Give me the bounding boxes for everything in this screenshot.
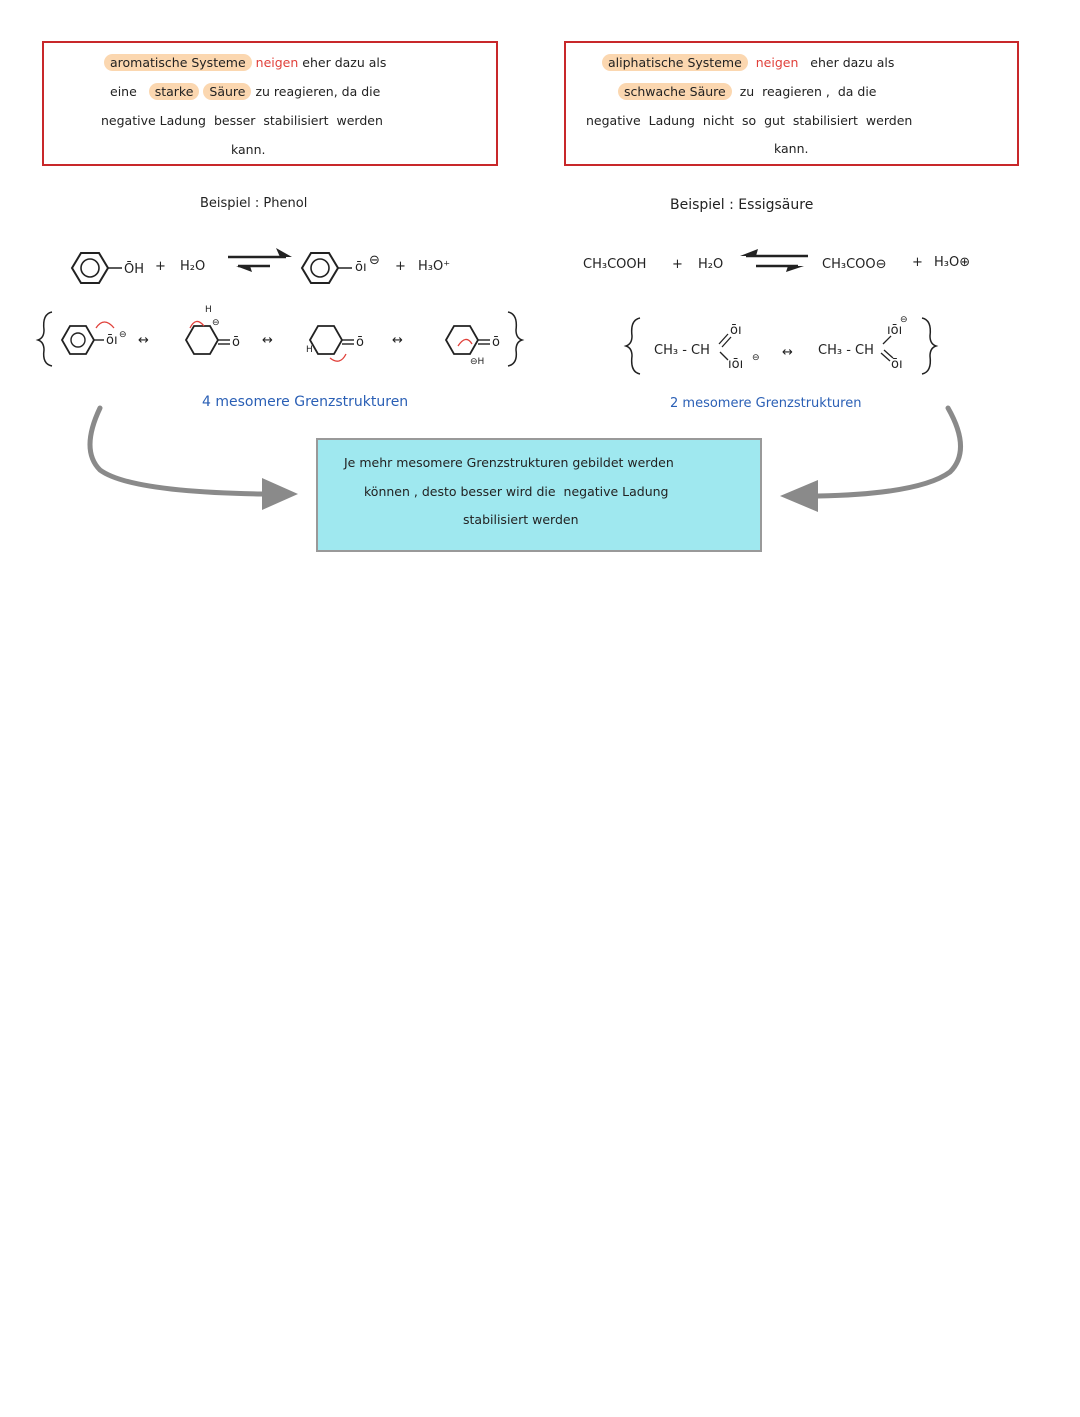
left-curved-arrow (87, 405, 298, 510)
phenolate-ring (300, 252, 352, 284)
acetic-plus-2: + (912, 255, 923, 270)
svg-text:↔: ↔ (392, 333, 403, 348)
phenol-oh: ŌH (124, 262, 144, 277)
highlight-schwache-saeure: schwache Säure (618, 83, 732, 100)
svg-text:↔: ↔ (262, 333, 273, 348)
phenolate-charge: ⊖ (369, 253, 380, 268)
phenol-hydronium: H₃O⁺ (418, 259, 450, 274)
acetate-res1-chain: CH₃ - CH (654, 343, 710, 358)
acetate-resonance-structures: CH₃ - CH ōı ıōı ⊖ ↔ CH₃ - CH ıōı ⊖ ōı (623, 315, 939, 375)
svg-text:⊖: ⊖ (900, 315, 908, 325)
acetic-water: H₂O (698, 257, 723, 272)
svg-text:⊖: ⊖ (119, 330, 127, 340)
acetic-hydronium: H₃O⊕ (934, 255, 970, 270)
acetate-formula: CH₃COO⊖ (822, 257, 887, 272)
summary-line-2: können , desto besser wird die negative … (364, 484, 669, 499)
acetic-acid-formula: CH₃COOH (583, 257, 646, 272)
aromatic-line-3: negative Ladung besser stabilisiert werd… (101, 113, 383, 128)
svg-text:ōı: ōı (730, 323, 742, 338)
aliphatic-line-4: kann. (774, 141, 809, 156)
svg-text:ō: ō (492, 335, 500, 350)
svg-text:ıōı: ıōı (728, 357, 743, 372)
aromatic-line-1: aromatische Systeme neigen eher dazu als (104, 54, 386, 71)
highlight-starke: starke (148, 83, 200, 100)
svg-text:H: H (205, 305, 212, 315)
svg-text:⊖: ⊖ (212, 318, 220, 328)
acetic-acid-example-label: Beispiel : Essigsäure (670, 197, 814, 213)
svg-text:↔: ↔ (138, 333, 149, 348)
phenol-ring (70, 252, 122, 284)
acetate-res2-chain: CH₃ - CH (818, 343, 874, 358)
svg-text:H: H (306, 345, 313, 355)
equilibrium-arrow-acetic (740, 249, 808, 272)
svg-text:↔: ↔ (782, 345, 793, 360)
highlight-saeure: Säure (203, 83, 252, 100)
aromatic-line-4: kann. (231, 142, 266, 157)
highlight-aliphatic-systems: aliphatische Systeme (602, 54, 748, 71)
aliphatic-line-3: negative Ladung nicht so gut stabilisier… (586, 113, 913, 128)
summary-line-1: Je mehr mesomere Grenzstrukturen gebilde… (344, 455, 674, 470)
phenol-resonance-count: 4 mesomere Grenzstrukturen (202, 394, 409, 410)
svg-text:ō: ō (232, 335, 240, 350)
phenol-plus-2: + (395, 259, 406, 274)
svg-text:ıōı: ıōı (887, 323, 902, 338)
svg-text:⊖H: ⊖H (470, 357, 484, 367)
right-curved-arrow (780, 405, 963, 512)
svg-text:⊖: ⊖ (752, 353, 760, 363)
equilibrium-arrow-phenol (228, 248, 292, 272)
aliphatic-line-2: schwache Säure zu reagieren , da die (618, 83, 877, 100)
aliphatic-line-1: aliphatische Systeme neigen eher dazu al… (602, 54, 894, 71)
phenol-example-label: Beispiel : Phenol (200, 196, 308, 211)
acetic-resonance-count: 2 mesomere Grenzstrukturen (670, 396, 862, 411)
acetic-plus-1: + (672, 257, 683, 272)
highlight-aromatic-systems: aromatische Systeme (104, 54, 252, 71)
phenol-water: H₂O (180, 259, 205, 274)
summary-box: Je mehr mesomere Grenzstrukturen gebilde… (316, 438, 762, 552)
svg-text:ōı: ōı (891, 357, 903, 372)
aromatic-line-2: eine starke Säure zu reagieren, da die (110, 83, 381, 100)
summary-line-3: stabilisiert werden (463, 512, 579, 527)
phenolate-resonance-structures: ōı ⊖ ↔ ō H ⊖ ↔ ō H ↔ ō ⊖H (35, 305, 525, 367)
aliphatic-systems-box: aliphatische Systeme neigen eher dazu al… (564, 41, 1019, 166)
aromatic-systems-box: aromatische Systeme neigen eher dazu als… (42, 41, 498, 166)
phenol-plus-1: + (155, 259, 166, 274)
phenolate-oxygen: ōı (355, 260, 367, 275)
svg-text:ōı: ōı (106, 333, 118, 348)
svg-text:ō: ō (356, 335, 364, 350)
